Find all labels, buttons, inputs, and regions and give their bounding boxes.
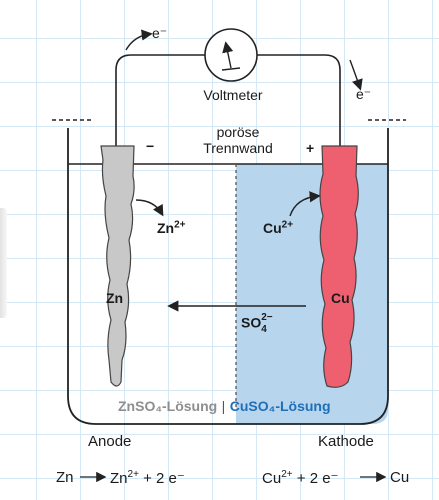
porous-wall-line2: Trennwand xyxy=(203,140,273,156)
anode-rhs-base: Zn xyxy=(110,470,128,487)
voltmeter-icon xyxy=(204,28,258,82)
sulfate-subscript: 4 xyxy=(261,324,267,335)
zn-ion-label: Zn2+ xyxy=(157,220,186,236)
sulfate-base: SO xyxy=(241,314,262,331)
external-wire xyxy=(115,54,341,146)
anode-equation-lhs: Zn xyxy=(56,469,74,486)
znso4-solution-label: ZnSO₄-Lösung xyxy=(118,398,218,414)
cuso4-solution-label: CuSO₄-Lösung xyxy=(229,398,331,414)
voltmeter-label: Voltmeter xyxy=(203,87,263,103)
cathode-plus-sign: + xyxy=(306,140,315,156)
anode-rhs-charge: 2+ xyxy=(127,469,139,480)
cu-ion-label: Cu2+ xyxy=(263,220,293,236)
electron-arrow-left xyxy=(125,29,153,51)
cuso4-solution-area xyxy=(236,164,388,410)
solution-labels: ZnSO₄-Lösung | CuSO₄-Lösung xyxy=(118,398,331,416)
anode-minus-sign: − xyxy=(146,138,155,154)
cu-electrode-label: Cu xyxy=(331,290,350,306)
cathode-lhs-charge: 2+ xyxy=(281,469,293,480)
cathode-lhs-base: Cu xyxy=(262,470,282,487)
page-edge-shadow xyxy=(0,208,7,318)
porous-wall-line1: poröse xyxy=(216,124,260,140)
cathode-label: Kathode xyxy=(318,433,374,450)
anode-equation-rhs: Zn2+ + 2 e⁻ xyxy=(110,469,185,488)
zn-ion-arrow xyxy=(135,199,164,217)
cu-ion-arrow xyxy=(289,191,321,217)
zn-ion-charge: 2+ xyxy=(174,219,186,231)
cu-ion-base: Cu xyxy=(263,220,282,236)
anode-rhs-tail: + 2 e⁻ xyxy=(138,470,185,487)
zn-electrode-label: Zn xyxy=(106,290,124,306)
cu-ion-charge: 2+ xyxy=(281,219,294,231)
cuso4-solution-bottom xyxy=(236,410,388,424)
porous-wall-label: poröse Trennwand xyxy=(203,124,273,156)
cathode-equation-rhs: Cu xyxy=(390,469,410,486)
cathode-lhs-tail: + 2 e⁻ xyxy=(292,470,339,487)
beaker xyxy=(67,128,389,425)
electron-label-right: e⁻ xyxy=(356,86,372,102)
cathode-equation-lhs: Cu2+ + 2 e⁻ xyxy=(262,469,339,488)
sulfate-charge-stack: 2−4 xyxy=(261,312,272,336)
zn-ion-base: Zn xyxy=(157,220,175,236)
electron-label-left: e⁻ xyxy=(152,25,168,41)
solution-separator: | xyxy=(221,398,226,414)
anode-label: Anode xyxy=(88,433,132,450)
copper-electrode xyxy=(319,145,359,388)
sulfate-charge: 2− xyxy=(261,312,273,323)
zinc-electrode xyxy=(100,145,135,387)
electron-arrow-right xyxy=(349,59,363,91)
